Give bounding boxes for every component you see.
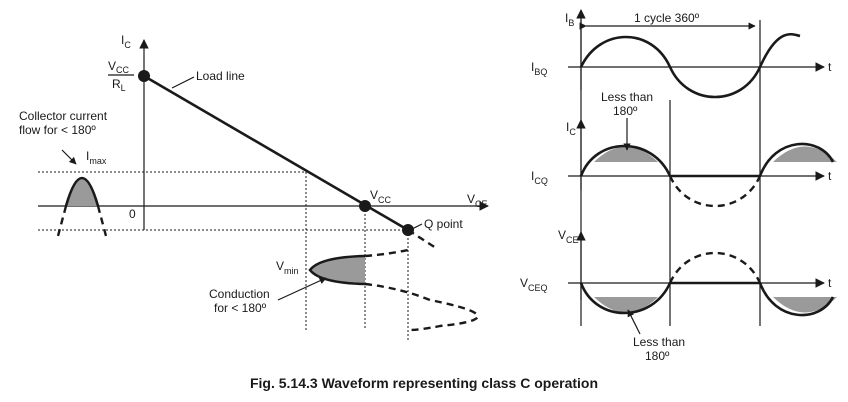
left-vce-label: V [467, 192, 475, 206]
vcc-rl-numerator-sub: CC [116, 65, 129, 75]
vcc-point [359, 200, 371, 212]
q-point-marker [402, 224, 414, 236]
pulse-dashed-right [96, 205, 108, 237]
load-line-diagram: IC VCE 0 VCC RL Load line Collector curr… [19, 33, 489, 342]
ic-label-right: I [566, 120, 569, 134]
time-label-2: t [828, 169, 832, 183]
less-than-1-line1: Less than [601, 90, 653, 104]
load-line-label: Load line [196, 69, 245, 83]
vce-dashed-curve [364, 248, 479, 332]
vcc-point-label: V [370, 188, 378, 202]
origin-label: 0 [129, 207, 136, 221]
vceq-label-sub: CEQ [528, 283, 548, 293]
vceq-label: V [520, 276, 528, 290]
collector-label-line1: Collector current [19, 109, 108, 123]
svg-text:VCC: VCC [108, 59, 130, 75]
svg-text:VCE: VCE [558, 228, 579, 245]
ic-label-right-sub: C [569, 127, 576, 137]
vcc-rl-denominator: R [112, 77, 121, 91]
less-than-2-line2: 180º [645, 349, 670, 363]
load-line-label-leader [171, 76, 195, 89]
vcc-rl-numerator: V [108, 59, 116, 73]
vce-shade-1 [594, 297, 658, 313]
ib-sine-wave [579, 32, 801, 99]
conduction-label-line1: Conduction [209, 287, 270, 301]
svg-text:IB: IB [565, 11, 574, 28]
ic-positive-wave-2 [758, 142, 835, 177]
vce-conduction-curve [308, 254, 366, 286]
vce-label-right: V [558, 228, 566, 242]
svg-text:VCC: VCC [370, 188, 392, 205]
vce-negative-wave-1 [579, 282, 672, 315]
conduction-pointer-arrow [277, 277, 327, 301]
imax-label-sub: max [89, 156, 107, 166]
left-ic-label-sub: C [124, 40, 131, 50]
cycle-label: 1 cycle 360º [634, 11, 700, 25]
q-point-leader [411, 223, 423, 230]
vce-conduction-shade [310, 256, 365, 284]
svg-text:RL: RL [112, 77, 126, 93]
collector-current-pulse [64, 176, 100, 207]
svg-text:IBQ: IBQ [531, 60, 547, 77]
collector-label-line2: flow for < 180º [19, 123, 96, 137]
ic-pulse-shade-1 [594, 146, 658, 162]
icq-label-sub: CQ [534, 176, 548, 186]
time-waveforms: IB 1 cycle 360º IBQ t Less than 180º IC … [520, 9, 837, 363]
svg-text:VCEQ: VCEQ [520, 276, 548, 293]
svg-text:IC: IC [566, 120, 576, 137]
vcc-point-label-sub: CC [378, 195, 391, 205]
svg-text:ICQ: ICQ [531, 169, 548, 186]
ib-label: I [565, 11, 568, 25]
collector-pointer-arrow [61, 149, 77, 165]
ib-label-sub: B [568, 18, 574, 28]
svg-text:Imax: Imax [86, 149, 107, 166]
left-vce-label-sub: CE [475, 199, 488, 209]
svg-text:Vmin: Vmin [276, 259, 299, 276]
vmin-label-sub: min [284, 266, 299, 276]
ic-dashed-negative [668, 175, 762, 208]
vce-negative-wave-2 [758, 282, 835, 317]
vce-label-right-sub: CE [566, 235, 579, 245]
pulse-dashed-left [56, 205, 68, 237]
vce-dashed-positive [668, 251, 762, 284]
icq-label: I [531, 169, 534, 183]
ibq-label: I [531, 60, 534, 74]
q-point-label: Q point [424, 217, 463, 231]
time-label-1: t [828, 60, 832, 74]
less-than-2-line1: Less than [633, 335, 685, 349]
time-label-3: t [828, 276, 832, 290]
figure-caption: Fig. 5.14.3 Waveform representing class … [250, 375, 598, 391]
conduction-label-line2: for < 180º [214, 301, 267, 315]
svg-text:VCE: VCE [467, 192, 488, 209]
ibq-label-sub: BQ [534, 67, 547, 77]
svg-text:IC: IC [121, 33, 131, 50]
less-than-1-line2: 180º [613, 104, 638, 118]
vcc-rl-denominator-sub: L [121, 83, 126, 93]
less-than-2-pointer [627, 309, 641, 335]
left-ic-label: I [121, 33, 124, 47]
imax-label: I [86, 149, 89, 163]
vcc-rl-point [138, 70, 150, 82]
vmin-label: V [276, 259, 284, 273]
